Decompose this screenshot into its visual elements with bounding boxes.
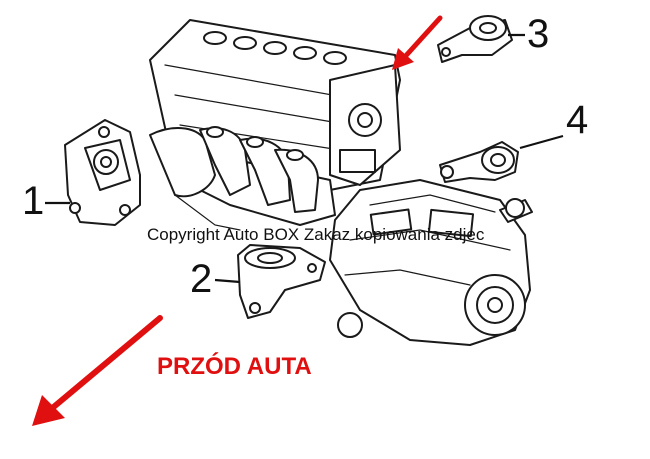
engine-mount-4 (439, 141, 519, 183)
engine-mount-3 (437, 15, 513, 63)
engine-mount-1 (64, 119, 141, 226)
front-of-car-label: PRZÓD AUTA (157, 352, 312, 380)
callout-number-3: 3 (527, 12, 549, 56)
callout-number-2: 2 (190, 257, 212, 301)
front-direction-arrow-icon (32, 315, 163, 426)
gearbox (329, 179, 533, 346)
top-red-arrow-icon (392, 15, 443, 70)
callout-number-4: 4 (566, 98, 588, 142)
leader-line-2 (214, 278, 241, 284)
leader-line-4 (519, 134, 564, 150)
watermark-text: Copyright Auto BOX Zakaz kopiowania zdje… (147, 225, 485, 244)
engine-block (149, 19, 401, 231)
leader-lines (45, 33, 564, 284)
callout-number-1: 1 (22, 179, 44, 223)
engine-mount-2 (237, 244, 326, 319)
